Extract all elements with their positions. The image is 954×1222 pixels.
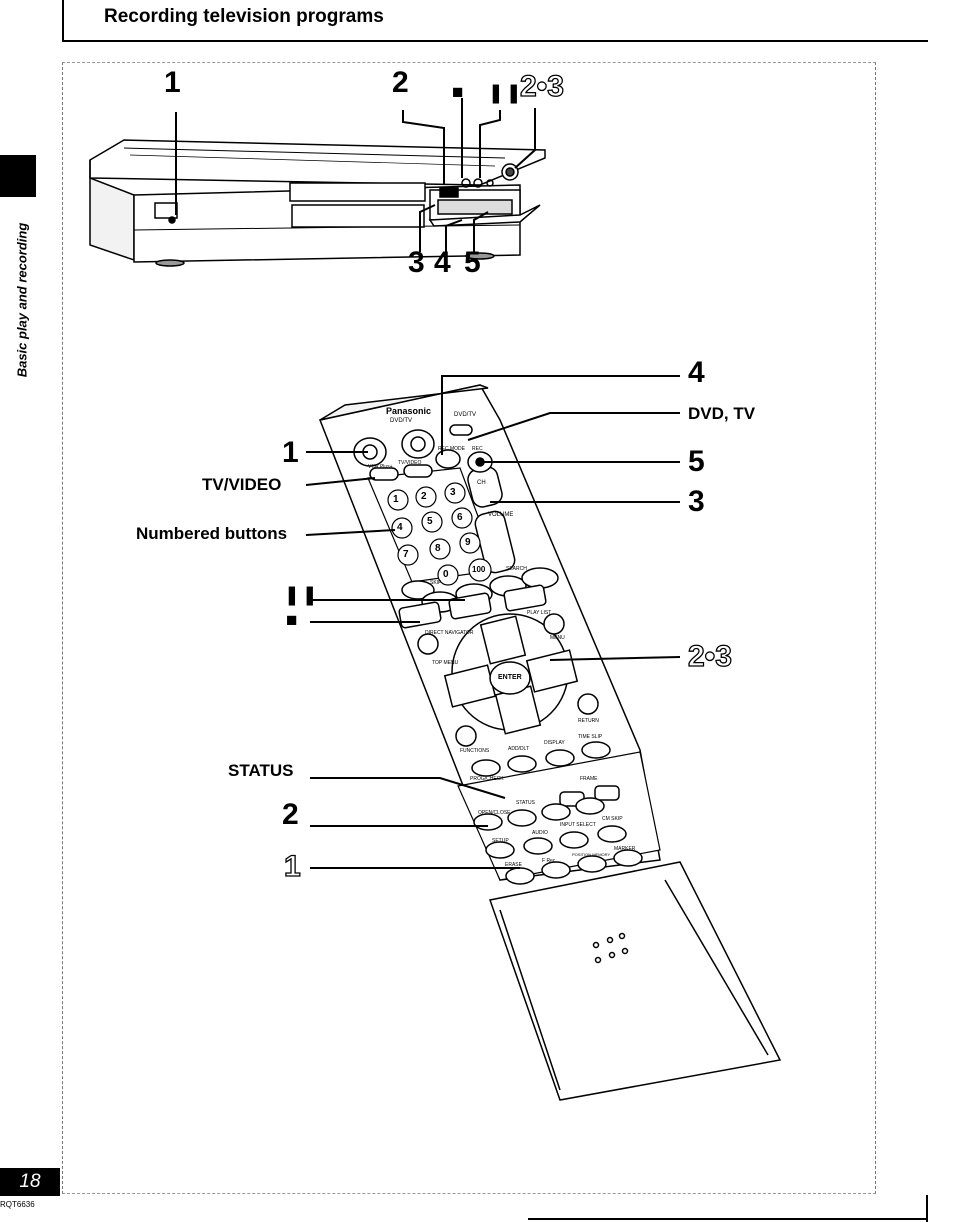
deck-callout-2: 2: [392, 66, 409, 99]
deck-callout-2-3: 2•3: [519, 69, 564, 103]
label-rec-mode: REC MODE: [438, 446, 465, 452]
remote-pause-symbol: ❚❚: [284, 585, 320, 606]
remote-callout-3: 3: [688, 485, 705, 518]
deck-callout-3: 3: [408, 246, 425, 279]
remote-callout-1-outline: 1: [283, 849, 301, 883]
label-open-close: OPEN/CLOSE: [478, 810, 511, 816]
label-setup: SETUP: [492, 838, 509, 844]
label-status-small: STATUS: [516, 800, 535, 806]
remote-brand: Panasonic: [386, 406, 432, 416]
remote-leader-lines: [305, 375, 681, 869]
label-add-dlt: ADD/DLT: [508, 746, 530, 752]
deck-callout-4: 4: [434, 246, 451, 279]
remote-callout-1: 1: [282, 436, 299, 469]
label-functions: FUNCTIONS: [460, 748, 490, 754]
label-prog-check: PROG/CHECK: [470, 776, 504, 782]
page-title: Recording television programs: [104, 6, 384, 27]
remote-callout-status: STATUS: [228, 761, 294, 780]
label-input-select: INPUT SELECT: [560, 822, 596, 828]
label-cm-skip: CM SKIP: [602, 816, 623, 822]
remote-stop-symbol: ■: [286, 610, 300, 631]
remote-callout-5: 5: [688, 445, 705, 478]
key-0[interactable]: 0: [443, 569, 449, 580]
label-time-slip: TIME SLIP: [578, 734, 603, 740]
label-vcr-plus: VCR Plus+: [368, 464, 393, 470]
deck-pause-symbol: ❚❚: [488, 83, 524, 104]
label-dvd-tv-switch: DVD/TV: [454, 412, 477, 418]
label-search: SEARCH: [506, 566, 527, 572]
label-rec: REC: [472, 446, 483, 452]
deck-leader-lines: [175, 98, 536, 252]
label-position-memory: POSITION MEMORY: [572, 852, 611, 857]
remote-callout-4: 4: [688, 356, 705, 389]
corner-mark: [926, 1195, 928, 1222]
key-8[interactable]: 8: [435, 543, 441, 554]
volume-label: VOLUME: [488, 512, 514, 518]
page-number: 18: [0, 1168, 60, 1196]
label-erase: ERASE: [505, 862, 522, 868]
label-return: RETURN: [578, 718, 599, 724]
remote-control-illustration: [318, 384, 782, 1101]
deck-callout-5: 5: [464, 246, 481, 279]
key-2[interactable]: 2: [421, 491, 427, 502]
key-6[interactable]: 6: [457, 512, 463, 523]
remote-callout-2-3: 2•3: [687, 639, 732, 673]
label-menu: MENU: [550, 635, 565, 641]
key-5[interactable]: 5: [427, 516, 433, 527]
label-direct-navigator: DIRECT NAVIGATOR: [425, 630, 474, 636]
label-f-rec: F Rec: [542, 858, 556, 864]
key-9[interactable]: 9: [465, 537, 471, 548]
key-3[interactable]: 3: [450, 487, 456, 498]
dvd-recorder-illustration: [89, 139, 546, 267]
label-frame: FRAME: [580, 776, 598, 782]
remote-callout-tv-video: TV/VIDEO: [202, 475, 282, 494]
deck-stop-symbol: ■: [452, 82, 466, 103]
key-4[interactable]: 4: [397, 522, 403, 533]
label-audio: AUDIO: [532, 830, 548, 836]
header-box: [62, 0, 928, 42]
label-top-menu: TOP MENU: [432, 660, 459, 666]
label-skip: SKIP: [430, 580, 442, 586]
remote-model: DVD/TV: [390, 418, 413, 424]
document-code: RQT6636: [0, 1200, 35, 1209]
ch-button-label[interactable]: CH: [477, 480, 486, 486]
section-marker: [0, 155, 36, 197]
enter-button[interactable]: ENTER: [498, 674, 522, 681]
label-tv-video-small: TV/VIDEO: [398, 460, 422, 466]
remote-callout-numbered-buttons: Numbered buttons: [136, 524, 288, 543]
bottom-rule: [528, 1218, 928, 1220]
deck-callout-1: 1: [164, 66, 181, 99]
numbered-keys: [387, 482, 492, 586]
key-7[interactable]: 7: [403, 549, 409, 560]
label-marker: MARKER: [614, 846, 636, 852]
key-1[interactable]: 1: [393, 494, 399, 505]
label-play-list: PLAY LIST: [527, 610, 552, 616]
remote-callout-dvd-tv: DVD, TV: [688, 404, 756, 423]
key-100[interactable]: 100: [472, 565, 486, 574]
label-display: DISPLAY: [544, 740, 565, 746]
remote-callout-2: 2: [282, 798, 299, 831]
content-frame: [62, 62, 876, 1194]
